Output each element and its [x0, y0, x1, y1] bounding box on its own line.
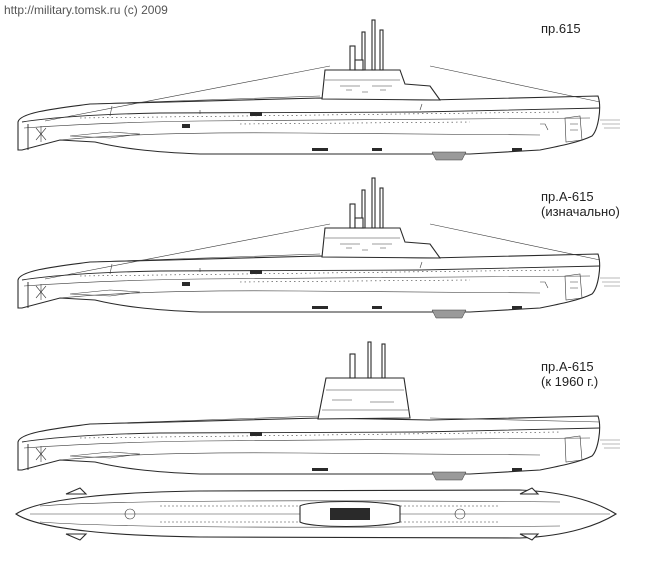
side-view-a615-original — [17, 177, 621, 319]
side-view-615 — [17, 19, 621, 161]
label-line: (к 1960 г.) — [541, 374, 599, 389]
label-line: (изначально) — [541, 204, 620, 219]
label-project-a615-1960: пр.А-615 (к 1960 г.) — [541, 359, 598, 389]
label-project-a615-original: пр.А-615 (изначально) — [541, 189, 620, 219]
label-project-615: пр.615 — [541, 21, 581, 36]
plan-view — [15, 487, 618, 541]
label-line: пр.615 — [541, 21, 581, 36]
label-line: пр.А-615 — [541, 359, 594, 374]
label-line: пр.А-615 — [541, 189, 594, 204]
side-view-a615-1960 — [17, 341, 620, 481]
credit-text: http://military.tomsk.ru (c) 2009 — [4, 3, 168, 17]
